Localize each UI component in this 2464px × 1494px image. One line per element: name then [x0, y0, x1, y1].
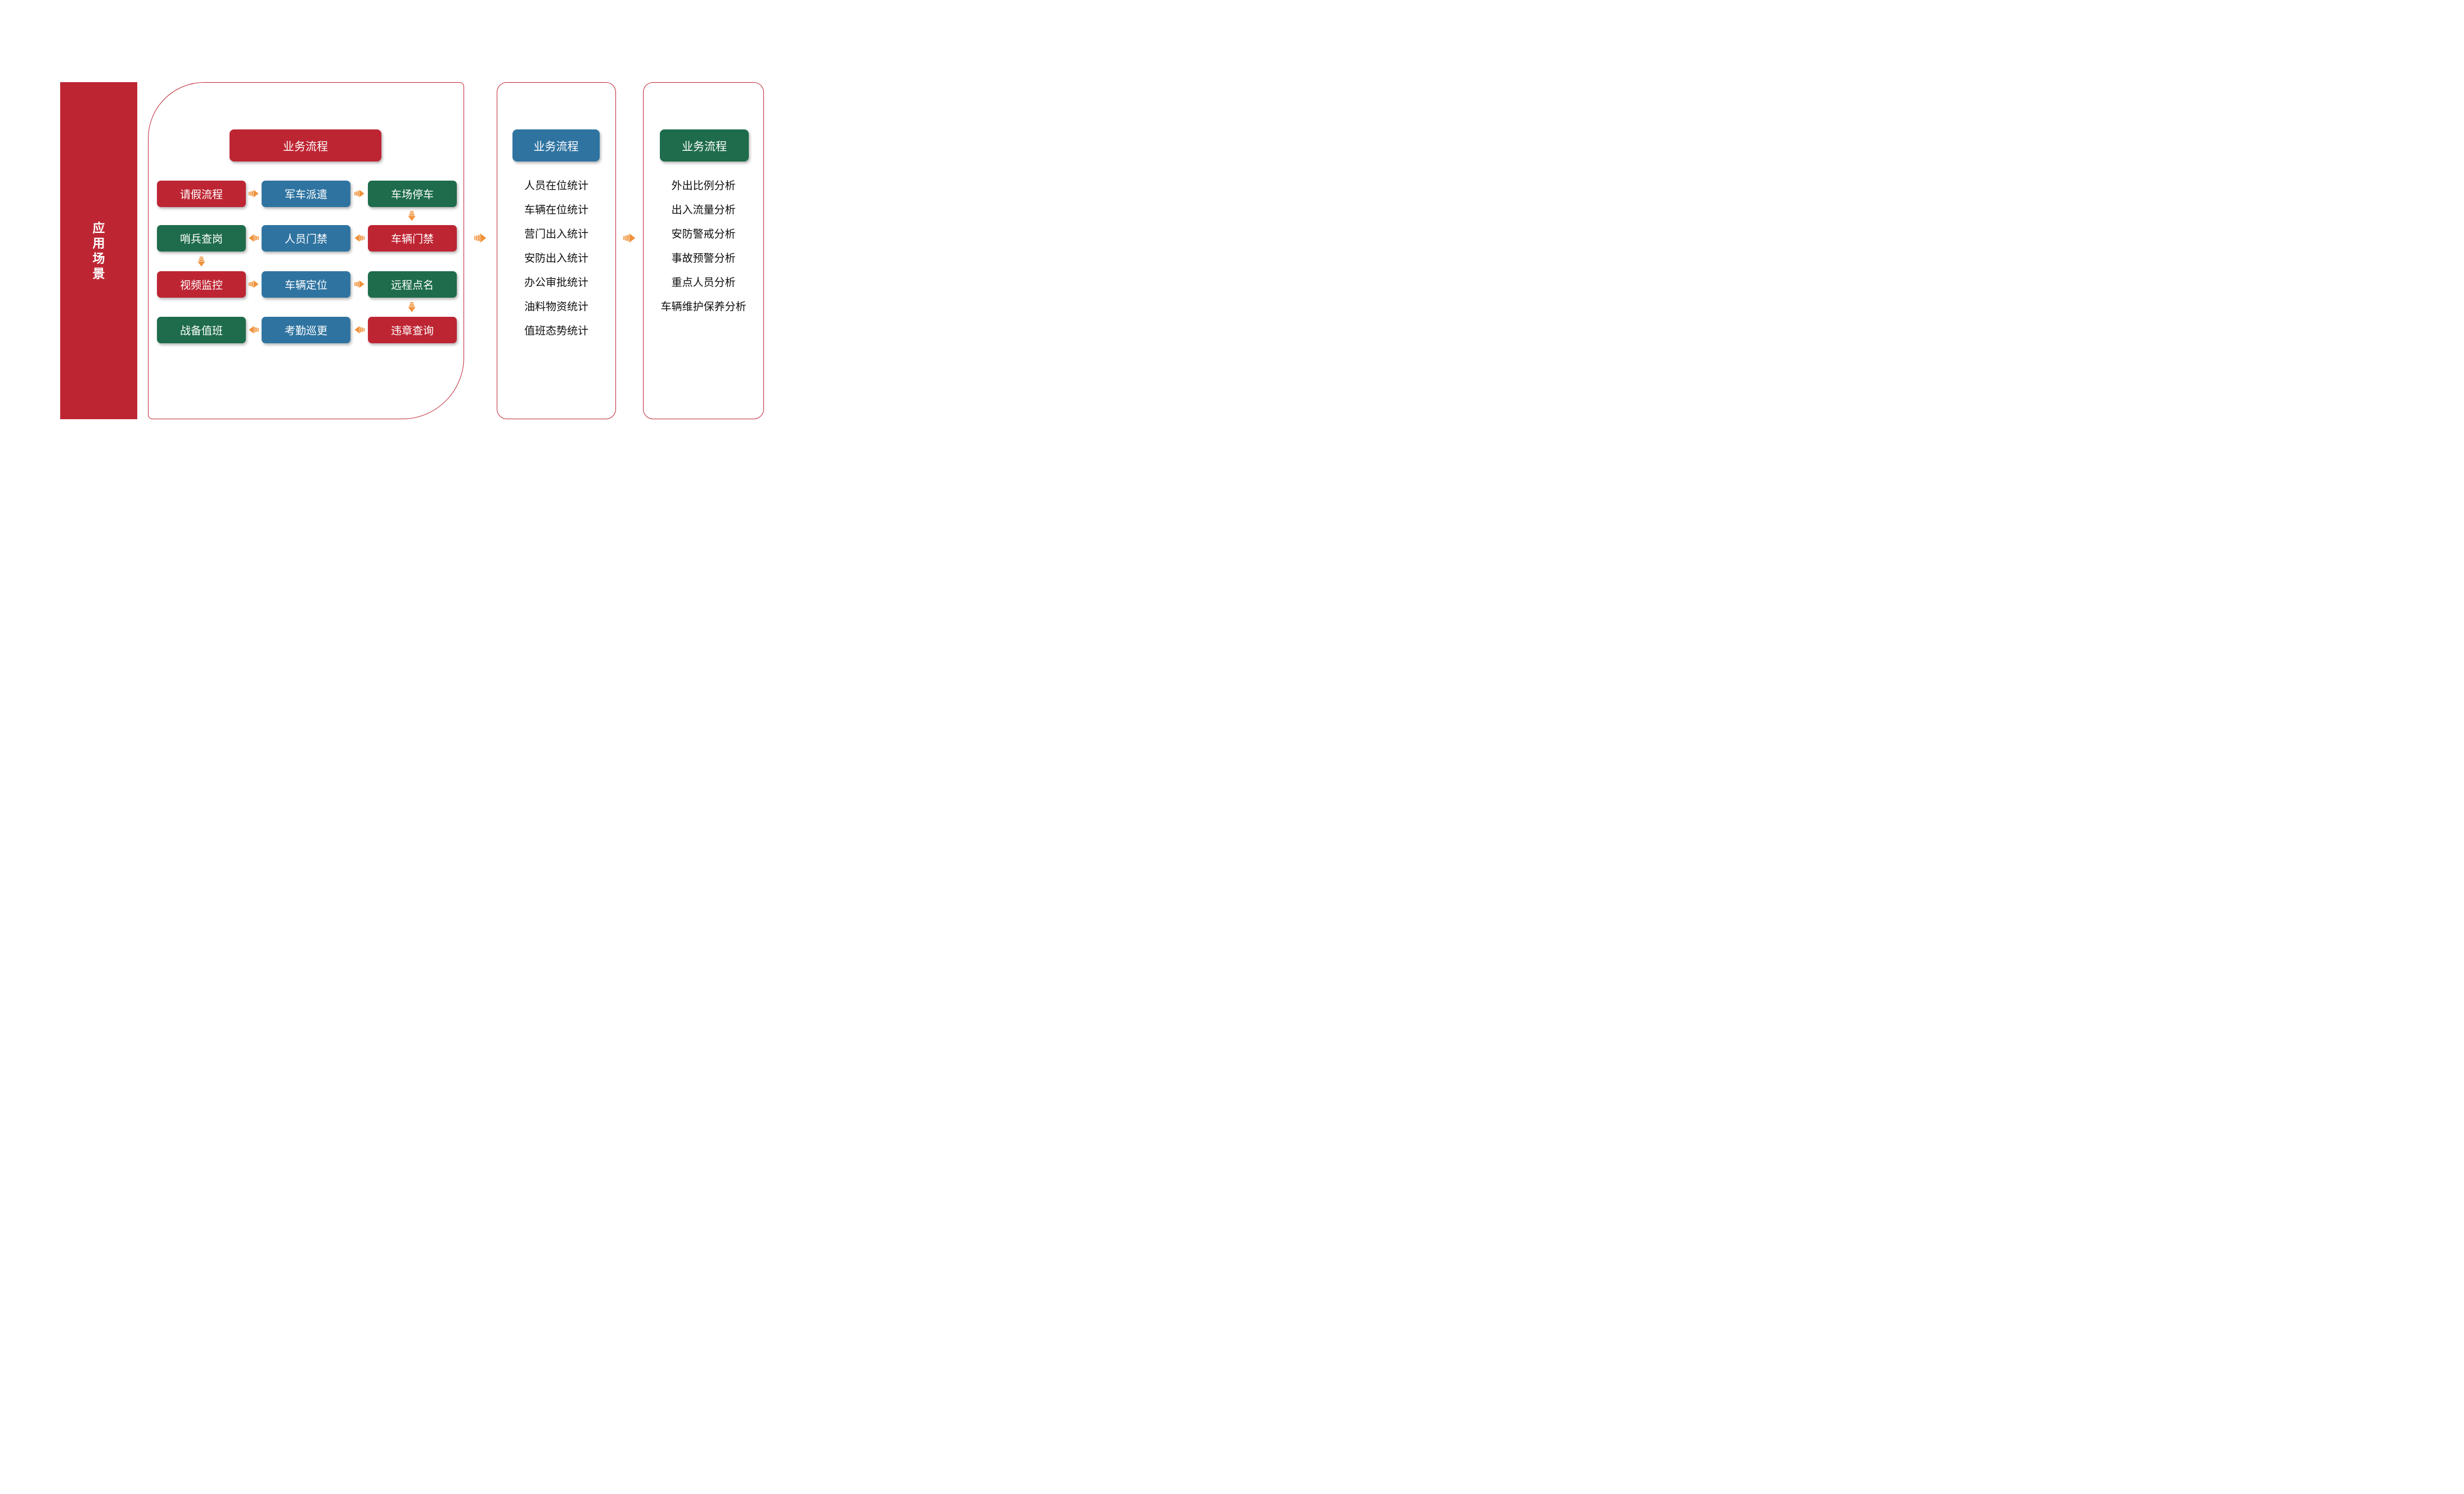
list-item: 油料物资统计 — [524, 301, 588, 313]
list-item: 营门出入统计 — [524, 228, 588, 240]
list-item: 人员在位统计 — [524, 180, 588, 192]
arrow-right-icon — [474, 233, 487, 243]
arrow-left-icon — [249, 325, 259, 334]
flow-box-video-monitor: 视频监控 — [157, 271, 246, 298]
list-item: 出入流量分析 — [671, 204, 736, 216]
main-panel-header: 业务流程 — [230, 129, 381, 161]
arrow-down-icon — [407, 211, 416, 221]
scenario-bar-char: 应 — [92, 221, 105, 235]
scenario-bar-char: 场 — [92, 251, 105, 266]
arrow-right-icon — [249, 189, 259, 198]
list-item: 安防出入统计 — [524, 253, 588, 264]
scenario-bar-char: 用 — [92, 236, 105, 250]
arrow-left-icon — [354, 325, 365, 334]
arrow-right-icon — [623, 233, 636, 243]
flow-box-leave-process: 请假流程 — [157, 181, 246, 207]
list-item: 事故预警分析 — [671, 253, 736, 264]
arrow-right-icon — [249, 280, 259, 289]
diagram-canvas: 应 用 场 景 业务流程 业务流程 业务流程 请假流程 军车派遣 车场停车 哨兵… — [0, 0, 821, 498]
analysis-panel-header: 业务流程 — [660, 129, 749, 161]
analysis-list: 外出比例分析 出入流量分析 安防警戒分析 事故预警分析 重点人员分析 车辆维护保… — [643, 174, 764, 319]
arrow-left-icon — [249, 234, 259, 243]
flow-box-vehicle-access: 车辆门禁 — [368, 225, 457, 252]
flow-box-lot-parking: 车场停车 — [368, 181, 457, 207]
list-item: 值班态势统计 — [524, 325, 588, 337]
scenario-bar-char: 景 — [92, 266, 105, 281]
flow-box-vehicle-locating: 车辆定位 — [262, 271, 350, 298]
list-item: 车辆维护保养分析 — [660, 301, 747, 313]
arrow-right-icon — [354, 280, 365, 289]
flow-box-attendance-patrol: 考勤巡更 — [262, 317, 350, 343]
list-item: 办公审批统计 — [524, 277, 588, 289]
flow-box-remote-rollcall: 远程点名 — [368, 271, 457, 298]
arrow-right-icon — [354, 189, 365, 198]
statistics-panel-header: 业务流程 — [512, 129, 600, 161]
arrow-down-icon — [407, 302, 416, 312]
list-item: 重点人员分析 — [671, 277, 736, 289]
flow-box-sentry-check: 哨兵查岗 — [157, 225, 246, 252]
arrow-down-icon — [197, 257, 206, 267]
flow-box-vehicle-dispatch: 军车派遣 — [262, 181, 350, 207]
statistics-list: 人员在位统计 车辆在位统计 营门出入统计 安防出入统计 办公审批统计 油料物资统… — [497, 174, 616, 343]
application-scenarios-bar: 应 用 场 景 — [60, 82, 137, 419]
flow-box-personnel-access: 人员门禁 — [262, 225, 350, 252]
list-item: 安防警戒分析 — [671, 228, 736, 240]
flow-box-combat-duty: 战备值班 — [157, 317, 246, 343]
flow-box-violation-query: 违章查询 — [368, 317, 457, 343]
list-item: 车辆在位统计 — [524, 204, 588, 216]
arrow-left-icon — [354, 234, 365, 243]
list-item: 外出比例分析 — [671, 180, 736, 192]
